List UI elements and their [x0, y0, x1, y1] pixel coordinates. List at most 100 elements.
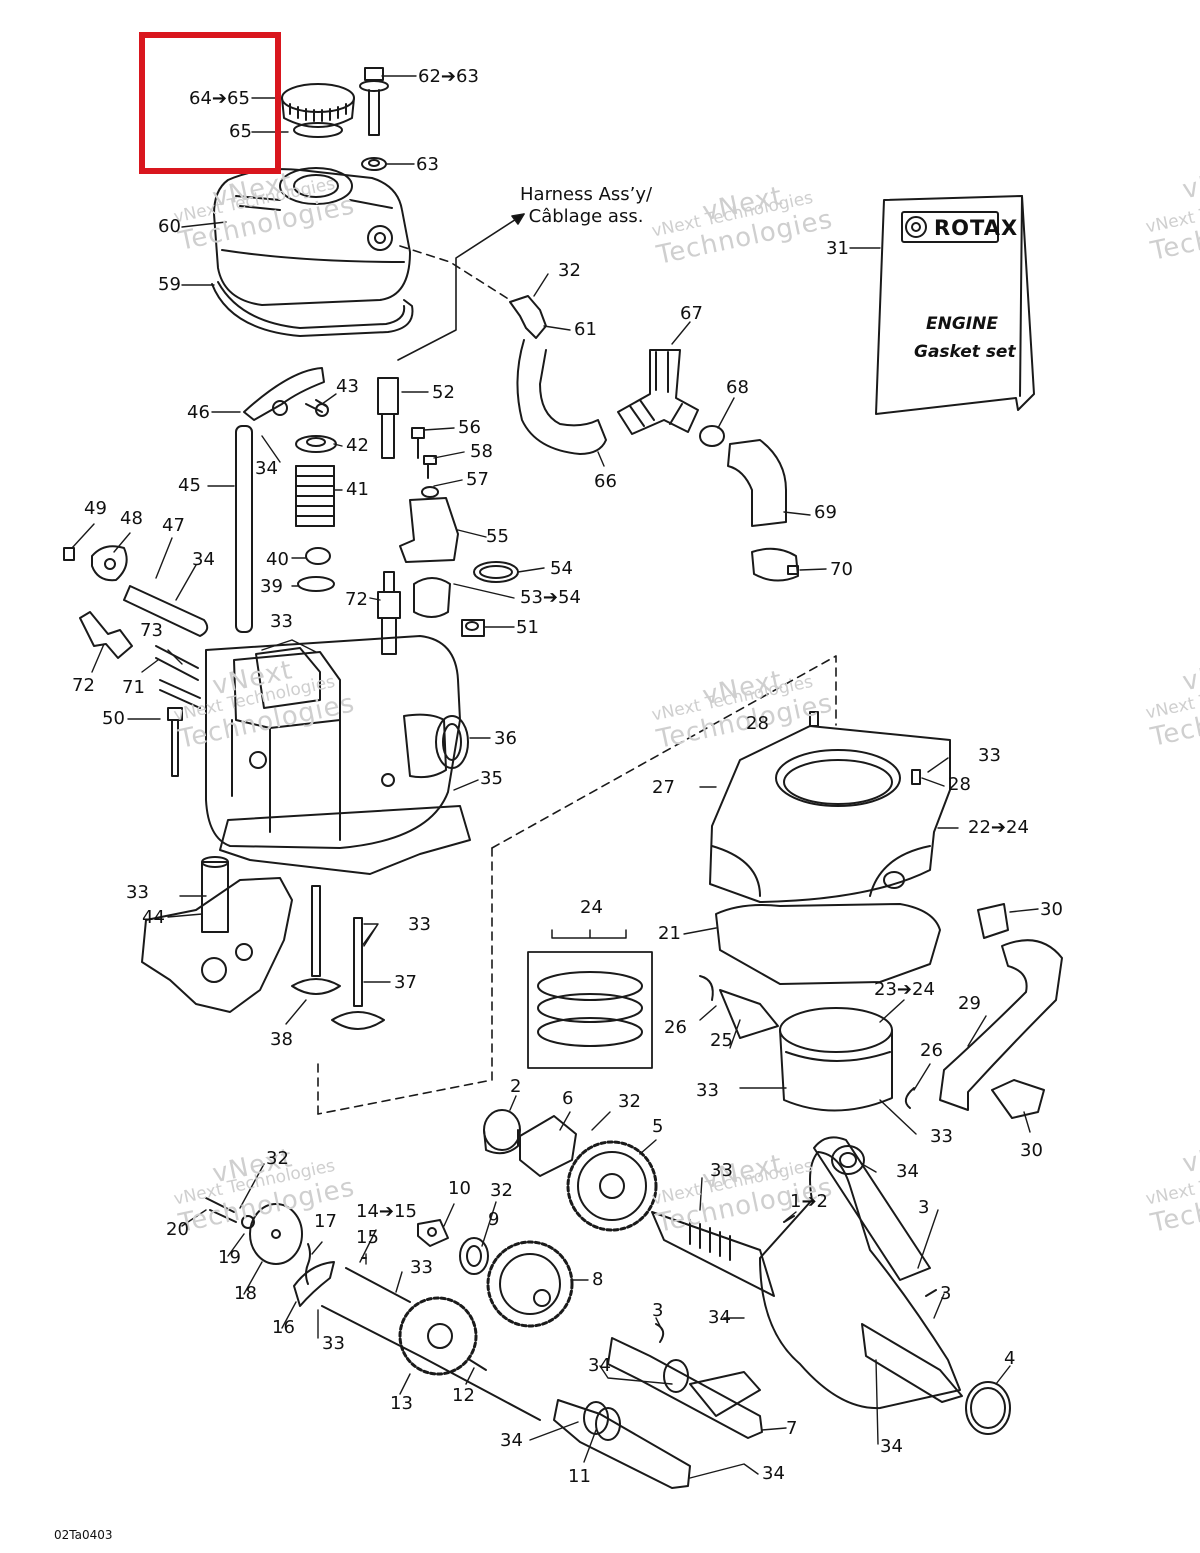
callout: 68 [726, 377, 749, 398]
harness-note-line2: Câblage ass. [528, 206, 644, 227]
callout: 33 [696, 1080, 719, 1101]
callout: 18 [234, 1283, 257, 1304]
booklet-subtitle: Gasket set [914, 342, 1016, 362]
breather-hose [939, 903, 1063, 1119]
callout: 30 [1040, 899, 1063, 920]
callout: 45 [178, 475, 201, 496]
callout: 59 [158, 274, 181, 295]
callout: 20 [166, 1219, 189, 1240]
harness-arrow [397, 213, 525, 361]
callout: 36 [494, 728, 517, 749]
callout: 27 [652, 777, 675, 798]
callout: 61 [574, 319, 597, 340]
callout: 32 [618, 1091, 641, 1112]
callout: 23➔24 [874, 979, 935, 1000]
callout: 67 [680, 303, 703, 324]
callout: 2 [510, 1076, 522, 1097]
callout: 33 [126, 882, 149, 903]
callout: 3 [918, 1197, 930, 1218]
cylinder [709, 711, 951, 985]
callout: 40 [266, 549, 289, 570]
callout: 21 [658, 923, 681, 944]
gasket-set-booklet [875, 195, 1035, 415]
callout: 72 [72, 675, 95, 696]
cover-bolt [359, 67, 389, 171]
callout: 73 [140, 620, 163, 641]
callout: 58 [470, 441, 493, 462]
callout: 57 [466, 469, 489, 490]
callout: 34 [255, 458, 278, 479]
callout: 34 [708, 1307, 731, 1328]
callout: 13 [390, 1393, 413, 1414]
callout: 35 [480, 768, 503, 789]
callout: 62➔63 [418, 66, 479, 87]
callout: 49 [84, 498, 107, 519]
callout: 3 [940, 1283, 952, 1304]
callout: 37 [394, 972, 417, 993]
callout: 1➔2 [790, 1191, 828, 1212]
highlight-box [139, 32, 281, 174]
callout: 55 [486, 526, 509, 547]
thermostat-housing [377, 377, 519, 637]
valve-cover [211, 167, 414, 337]
callout: 14➔15 [356, 1201, 417, 1222]
callout: 33 [322, 1333, 345, 1354]
callout: 46 [187, 402, 210, 423]
callout: 16 [272, 1317, 295, 1338]
callout: 56 [458, 417, 481, 438]
callout-leaders [71, 75, 1039, 1479]
callout: 38 [270, 1029, 293, 1050]
callout: 34 [192, 549, 215, 570]
camshafts [553, 1337, 763, 1489]
callout: 12 [452, 1385, 475, 1406]
callout: 50 [102, 708, 125, 729]
callout: 34 [500, 1430, 523, 1451]
callout: 17 [314, 1211, 337, 1232]
callout: 52 [432, 382, 455, 403]
callout: 30 [1020, 1140, 1043, 1161]
callout: 3 [652, 1300, 664, 1321]
booklet-brand: ROTAX [934, 216, 1019, 240]
callout: 65 [229, 121, 252, 142]
callout: 44 [142, 907, 165, 928]
callout: 41 [346, 479, 369, 500]
assembly-leaders [317, 245, 837, 1115]
callout: 48 [120, 508, 143, 529]
valves [291, 885, 385, 1030]
callout: 34 [896, 1161, 919, 1182]
decompressor-parts [205, 1197, 541, 1421]
callout: 4 [1004, 1348, 1016, 1369]
callout: 34 [588, 1355, 611, 1376]
callout: 34 [880, 1436, 903, 1457]
callout: 33 [710, 1160, 733, 1181]
callout: 51 [516, 617, 539, 638]
callout: 32 [490, 1180, 513, 1201]
callout: 26 [920, 1040, 943, 1061]
callout: 8 [592, 1269, 604, 1290]
callout: 72 [345, 589, 368, 610]
callout: 7 [786, 1418, 798, 1439]
callout: 24 [580, 897, 603, 918]
callout: 29 [958, 993, 981, 1014]
callout: 19 [218, 1247, 241, 1268]
callout: 70 [830, 559, 853, 580]
callout: 63 [416, 154, 439, 175]
callout: 5 [652, 1116, 664, 1137]
oil-filler-cap [281, 83, 355, 138]
callout: 32 [558, 260, 581, 281]
callout: 64➔65 [189, 88, 250, 109]
cylinder-head [205, 635, 471, 875]
callout: 32 [266, 1148, 289, 1169]
callout: 28 [746, 713, 769, 734]
tappet-housing [141, 856, 293, 1013]
crankshaft [651, 1136, 1011, 1435]
callout: 33 [408, 914, 431, 935]
callout: 22➔24 [968, 817, 1029, 838]
callout: 6 [562, 1088, 574, 1109]
callout: 31 [826, 238, 849, 259]
callout: 43 [336, 376, 359, 397]
gears [398, 1109, 658, 1376]
callout: 28 [948, 774, 971, 795]
